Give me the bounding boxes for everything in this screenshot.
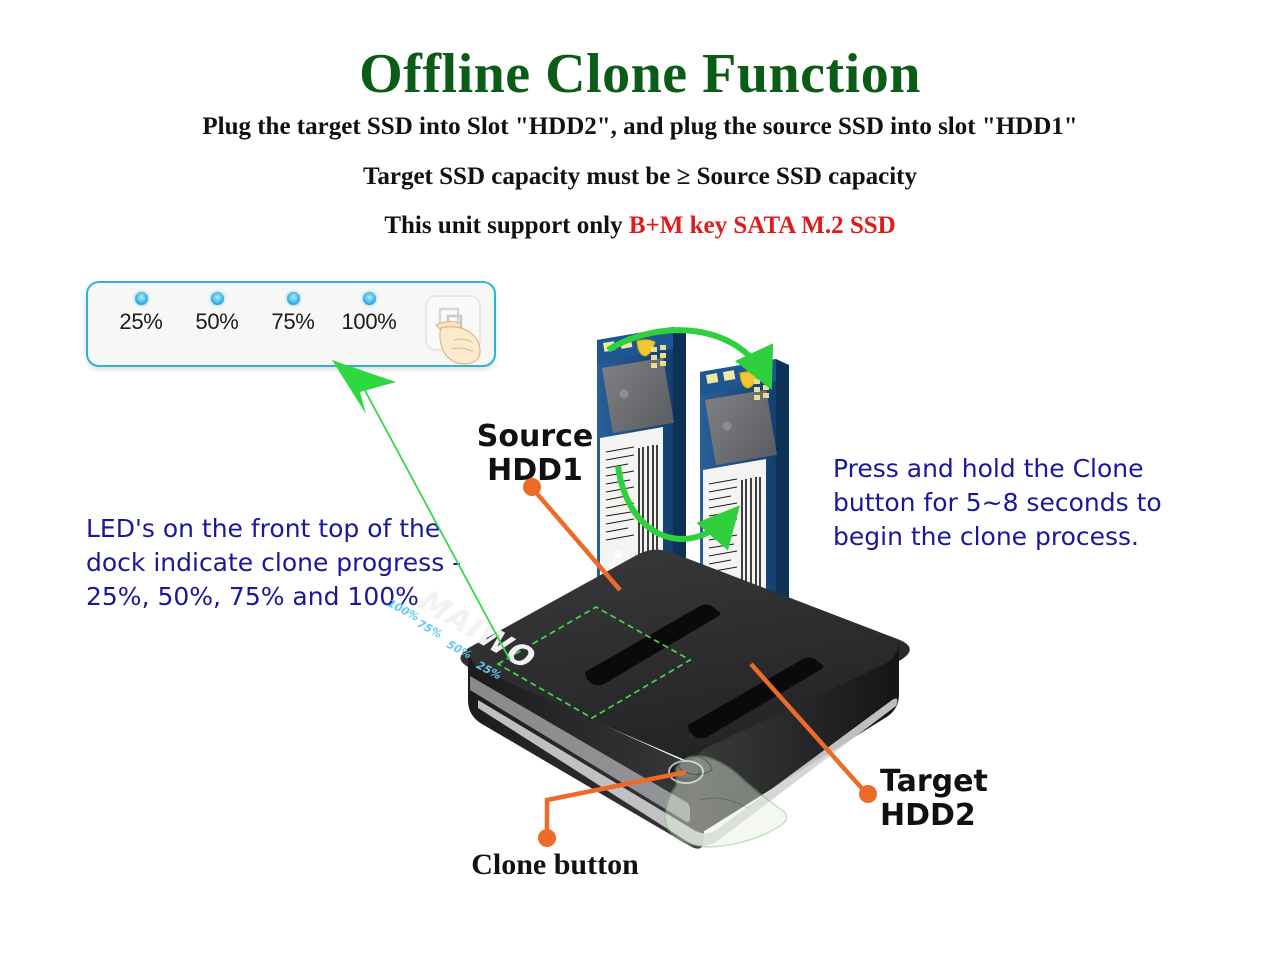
led-label: 100% [341, 309, 397, 334]
label-target-hdd2: Target HDD2 [880, 765, 1040, 833]
ghost-hand-icon [664, 755, 788, 848]
led-dot-icon [362, 292, 376, 305]
led-indicator-100: 100% [330, 292, 408, 335]
clone-flow-arrow-top [606, 327, 774, 391]
leader-dot-target [859, 785, 877, 803]
leader-dot-clone [538, 829, 556, 847]
led-indicator-50: 50% [178, 292, 256, 335]
label-clone-button: Clone button [471, 848, 639, 881]
led-dot-icon [210, 292, 224, 305]
slot-silkscreen-source-line2: HDD1 [617, 563, 640, 607]
slot-silkscreen-target-line1: Target [789, 600, 813, 649]
led-callout-arrowhead [332, 360, 396, 414]
slot-silkscreen-source-line1: Source [601, 548, 626, 601]
page-title: Offline Clone Function [359, 43, 921, 105]
dock-led-marking-25: 25% [473, 659, 505, 681]
led-zone-highlight [496, 606, 692, 719]
led-label: 25% [119, 309, 163, 334]
instruction-line-1: Plug the target SSD into Slot "HDD2", an… [202, 113, 1078, 140]
ssd-target-board: Target HDD2 [700, 359, 829, 703]
clone-flow-arrow-bottom [615, 465, 740, 551]
slot-silkscreen-target-line2: HDD2 [805, 611, 828, 655]
instruction-line-2: Target SSD capacity must be ≥ Source SSD… [362, 163, 917, 190]
led-indicator-75: 75% [254, 292, 332, 335]
dock-led-marking-75: 75% [414, 618, 446, 640]
instruction-line-3-highlight: B+M key SATA M.2 SSD [628, 212, 896, 239]
leader-lines [531, 487, 868, 838]
led-label: 50% [195, 309, 239, 334]
ssd-source-board: Source HDD1 [597, 327, 686, 672]
instruction-line-3: This unit support only B+M key SATA M.2 … [0, 212, 1280, 240]
led-dot-icon [134, 292, 148, 305]
note-led-progress: LED's on the front top of the dock indic… [86, 514, 462, 611]
label-source-hdd1: Source HDD1 [455, 420, 615, 488]
led-legend-panel: 25% 50% 75% 100% [86, 281, 496, 367]
note-press-hold: Press and hold the Clone button for 5~8 … [833, 454, 1162, 551]
label-target-line1: Target [880, 764, 988, 799]
dock-clone-button[interactable] [668, 760, 704, 784]
pointing-hand-icon [435, 320, 481, 365]
led-dot-icon [286, 292, 300, 305]
label-source-line2: HDD1 [487, 453, 583, 488]
label-target-line2: HDD2 [880, 798, 976, 833]
led-indicator-25: 25% [102, 292, 180, 335]
instruction-line-3-prefix: This unit support only [384, 212, 629, 239]
dock-led-marking-50: 50% [443, 639, 475, 661]
leader-dots [523, 478, 877, 847]
led-label: 75% [271, 309, 315, 334]
label-source-line1: Source [476, 419, 594, 454]
